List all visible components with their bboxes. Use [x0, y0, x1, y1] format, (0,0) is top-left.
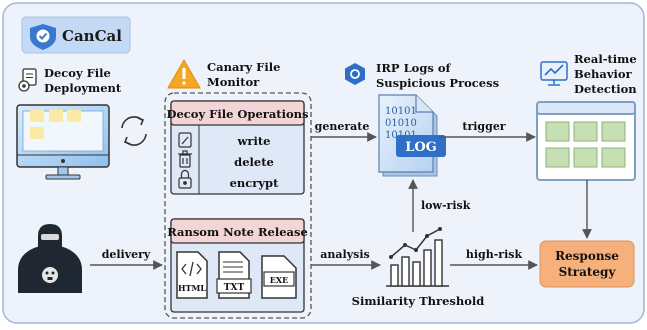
label-high-risk: high-risk	[466, 248, 523, 261]
label-analysis: analysis	[320, 248, 369, 261]
realtime-line1: Real-time	[574, 52, 637, 66]
brand-badge: CanCal	[21, 16, 131, 54]
refresh-cycle-icon	[121, 116, 147, 146]
log-badge: LOG	[405, 140, 437, 155]
canary-monitor-heading: Canary File Monitor	[167, 58, 280, 89]
html-file-icon: HTML	[176, 251, 208, 299]
ransom-note-title: Ransom Note Release	[167, 225, 308, 239]
log-file-icon: 10101 01010 10101 LOG	[378, 94, 446, 177]
response-line1: Response	[555, 249, 619, 263]
response-line2: Strategy	[559, 265, 617, 279]
cancal-logo-icon	[30, 24, 56, 50]
op-encrypt: encrypt	[230, 176, 279, 190]
brand-name: CanCal	[62, 27, 122, 45]
decoy-deployment-line2: Deployment	[44, 81, 122, 95]
decoy-deployment-line1: Decoy File	[44, 66, 111, 80]
txt-file-icon: TXT	[216, 251, 252, 299]
realtime-line2: Behavior	[574, 67, 633, 81]
label-trigger: trigger	[462, 120, 505, 133]
warning-icon	[167, 58, 201, 89]
background-panel	[2, 2, 645, 324]
irp-logs-line1: IRP Logs of	[376, 61, 452, 75]
label-low-risk: low-risk	[421, 199, 471, 212]
decoy-file-icon	[30, 127, 44, 139]
realtime-heading: Real-time Behavior Detection	[540, 52, 637, 96]
detection-window-icon	[536, 101, 636, 181]
trash-icon	[178, 150, 192, 168]
html-file-label: HTML	[178, 283, 206, 293]
similarity-chart-icon	[386, 227, 449, 287]
op-delete: delete	[234, 155, 274, 169]
lock-icon	[178, 169, 192, 189]
exe-file-icon: EXE	[261, 255, 297, 299]
monitor-chart-icon	[540, 61, 568, 86]
canary-monitor-container	[164, 92, 312, 319]
hacker-icon	[18, 224, 82, 293]
gear-document-icon	[18, 68, 37, 92]
canary-monitor-line2: Monitor	[207, 75, 260, 89]
exe-file-label: EXE	[270, 275, 288, 285]
hexagon-process-icon	[345, 63, 365, 85]
response-strategy-box: Response Strategy	[539, 240, 635, 288]
irp-logs-line2: Suspicious Process	[376, 76, 499, 90]
decoy-ops-box: Decoy File Operations write delete encry…	[167, 100, 309, 195]
ransom-note-box: Ransom Note Release HTML TXT EXE	[167, 218, 308, 313]
op-write: write	[237, 134, 271, 148]
irp-logs-heading: IRP Logs of Suspicious Process	[345, 61, 499, 90]
decoy-file-icon	[67, 110, 81, 122]
write-icon	[178, 132, 192, 148]
decoy-deployment-heading: Decoy File Deployment	[18, 66, 122, 95]
decoy-ops-title: Decoy File Operations	[167, 107, 309, 121]
log-bits-2: 01010	[385, 118, 417, 129]
log-bits-1: 10101	[385, 106, 417, 117]
label-delivery: delivery	[102, 248, 151, 261]
label-generate: generate	[315, 120, 370, 133]
canary-monitor-line1: Canary File	[207, 60, 280, 74]
decoy-file-icon	[49, 110, 63, 122]
monitor-icon	[16, 104, 110, 180]
txt-file-label: TXT	[224, 283, 245, 293]
similarity-label: Similarity Threshold	[352, 294, 485, 308]
realtime-line3: Detection	[574, 82, 637, 96]
decoy-file-icon	[30, 110, 44, 122]
